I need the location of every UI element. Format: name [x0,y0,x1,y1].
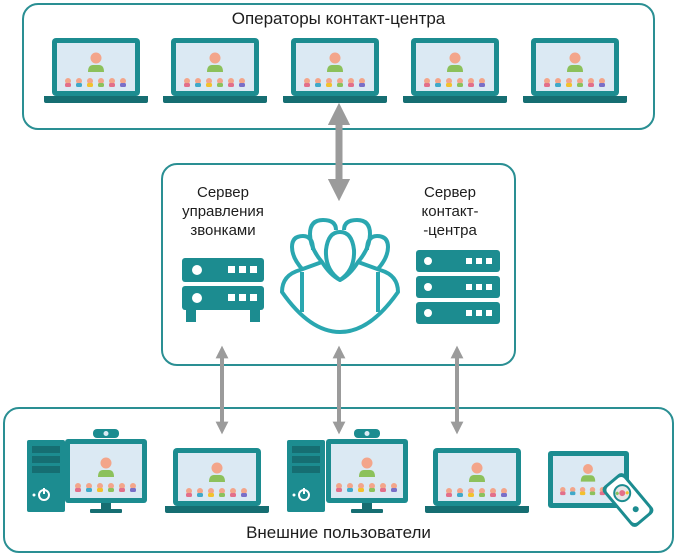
laptop-icon [165,448,269,513]
desktop-pc-icon [286,439,326,513]
laptop-icon [425,448,529,513]
laptop-icon [283,38,387,103]
remote-control-icon [602,473,654,527]
operators-title: Операторы контакт-центра [231,9,446,28]
people-group-icon [280,218,400,334]
webcam-icon [326,429,408,513]
server-icon [182,258,264,322]
external-users-title: Внешние пользователи [246,523,431,542]
laptop-icon [523,38,627,103]
contact-center-server-label: Сервер контакт- -центра [421,184,479,239]
webcam-icon [65,429,147,513]
call-server-label: Сервер управления звонками [182,184,264,239]
server-icon [416,250,500,324]
laptop-icon [163,38,267,103]
laptop-icon [403,38,507,103]
laptop-icon [44,38,148,103]
desktop-pc-icon [26,439,66,513]
